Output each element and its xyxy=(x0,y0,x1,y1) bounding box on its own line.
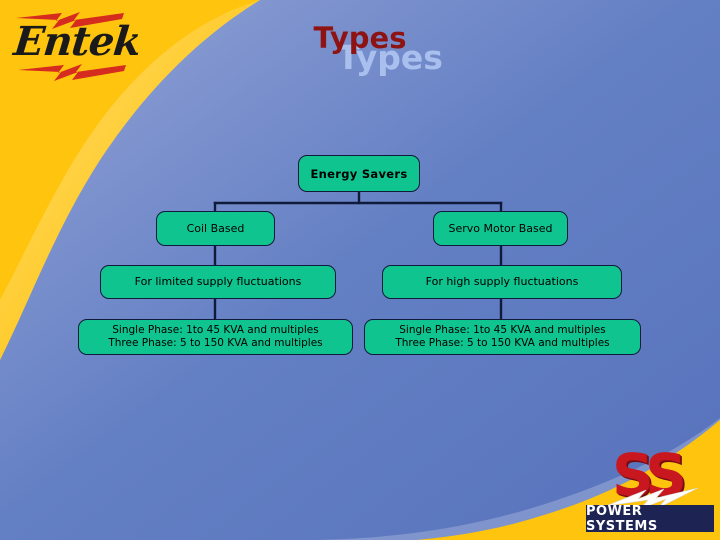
node-coil-ratings[interactable]: Single Phase: 1to 45 KVA and multiples T… xyxy=(78,319,353,355)
node-high-fluctuations[interactable]: For high supply fluctuations xyxy=(382,265,622,299)
node-servo-ratings[interactable]: Single Phase: 1to 45 KVA and multiples T… xyxy=(364,319,641,355)
node-energy-savers[interactable]: Energy Savers xyxy=(298,155,420,192)
coil-three-phase-rating: Three Phase: 5 to 150 KVA and multiples xyxy=(108,337,323,349)
node-high-fluctuations-label: For high supply fluctuations xyxy=(425,275,579,288)
node-servo-motor-based[interactable]: Servo Motor Based xyxy=(433,211,568,246)
node-coil-based[interactable]: Coil Based xyxy=(156,211,275,246)
servo-single-phase-rating: Single Phase: 1to 45 KVA and multiples xyxy=(399,324,606,336)
node-servo-motor-based-label: Servo Motor Based xyxy=(448,221,553,235)
node-limited-fluctuations-label: For limited supply fluctuations xyxy=(134,275,302,288)
ss-power-systems-logo: SS POWER SYSTEMS xyxy=(586,446,714,534)
node-limited-fluctuations[interactable]: For limited supply fluctuations xyxy=(100,265,336,299)
entek-bolt-icon xyxy=(16,12,126,81)
node-energy-savers-label: Energy Savers xyxy=(310,166,408,181)
coil-single-phase-rating: Single Phase: 1to 45 KVA and multiples xyxy=(112,324,319,336)
ss-tagline-bar: POWER SYSTEMS xyxy=(586,503,714,534)
entek-logo: Entek xyxy=(6,4,143,82)
servo-three-phase-rating: Three Phase: 5 to 150 KVA and multiples xyxy=(395,337,610,349)
ss-tagline-text: POWER SYSTEMS xyxy=(586,503,658,534)
node-coil-based-label: Coil Based xyxy=(186,221,245,235)
